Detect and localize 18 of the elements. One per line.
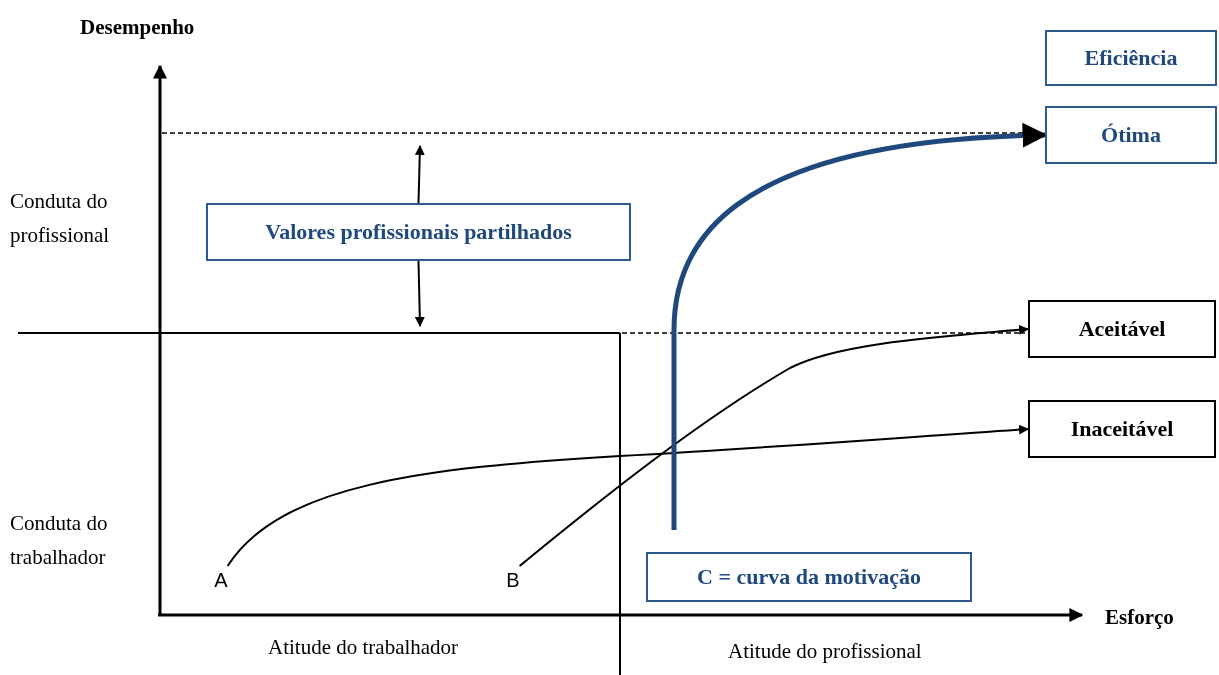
arrow xyxy=(414,260,425,327)
point-label: B xyxy=(502,566,524,594)
text-box: C = curva da motivação xyxy=(646,552,972,602)
text-box: Eficiência xyxy=(1045,30,1217,86)
axis-label: Conduta do profissional xyxy=(10,188,111,249)
point-label: A xyxy=(210,566,232,594)
arrow xyxy=(414,145,425,204)
arrow xyxy=(518,324,1029,567)
text-box: Inaceitável xyxy=(1028,400,1216,458)
axis-label: Conduta do trabalhador xyxy=(10,510,109,571)
arrow xyxy=(226,424,1029,567)
axis-label: Atitude do profissional xyxy=(728,638,922,665)
axis-title: Esforço xyxy=(1105,604,1174,631)
axis-label: Atitude do trabalhador xyxy=(268,634,459,661)
text-box: Valores profissionais partilhados xyxy=(206,203,631,261)
text-box: Ótima xyxy=(1045,106,1217,164)
axis-title: Desempenho xyxy=(80,14,195,41)
text-box: Aceitável xyxy=(1028,300,1216,358)
